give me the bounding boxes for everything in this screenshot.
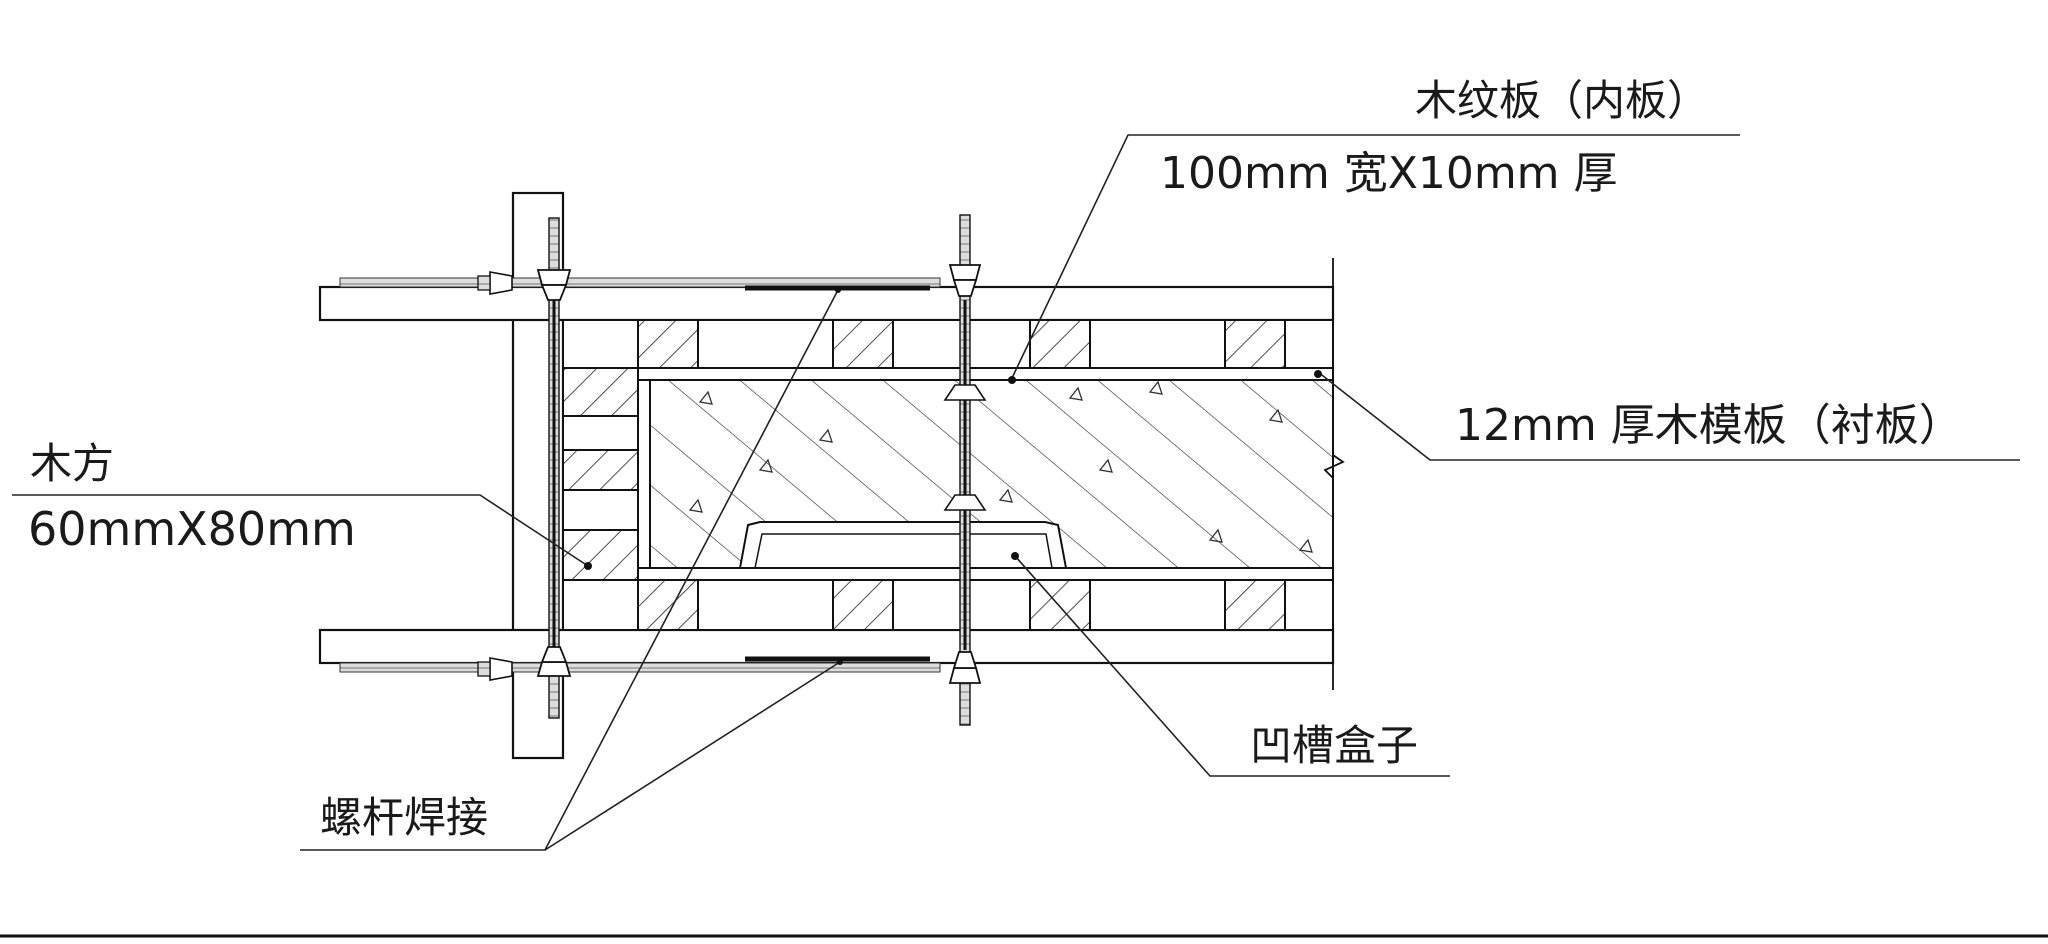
- outer-plate-top: [339, 277, 941, 288]
- break-line: [1323, 258, 1345, 690]
- groove-box: [738, 521, 1068, 569]
- leader-dots: [584, 287, 1322, 665]
- label-screw-weld: 螺杆焊接: [320, 793, 488, 842]
- timber-blocks-bottom: [562, 579, 1334, 631]
- leader-lines: [12, 134, 2020, 851]
- plywood-lining-left: [637, 379, 651, 569]
- label-timber-square: 木方: [30, 439, 114, 488]
- label-groove-box: 凹槽盒子: [1250, 721, 1418, 770]
- label-wood-grain-board: 木纹板（内板）: [1415, 76, 1709, 125]
- timber-blocks-left: [562, 367, 639, 581]
- tie-rod-center: [943, 214, 987, 726]
- timber-blocks-top: [562, 319, 1334, 369]
- label-timber-plywood: 12mm 厚木模板（衬板）: [1455, 400, 1963, 451]
- tie-rod-left: [477, 217, 572, 719]
- plywood-lining-top: [637, 367, 1334, 381]
- label-timber-square-size: 60mmX80mm: [28, 502, 356, 556]
- plywood-lining-bottom: [637, 567, 1334, 581]
- horizontal-waler-top: [318, 285, 1335, 322]
- label-wood-grain-size: 100mm 宽X10mm 厚: [1160, 148, 1618, 199]
